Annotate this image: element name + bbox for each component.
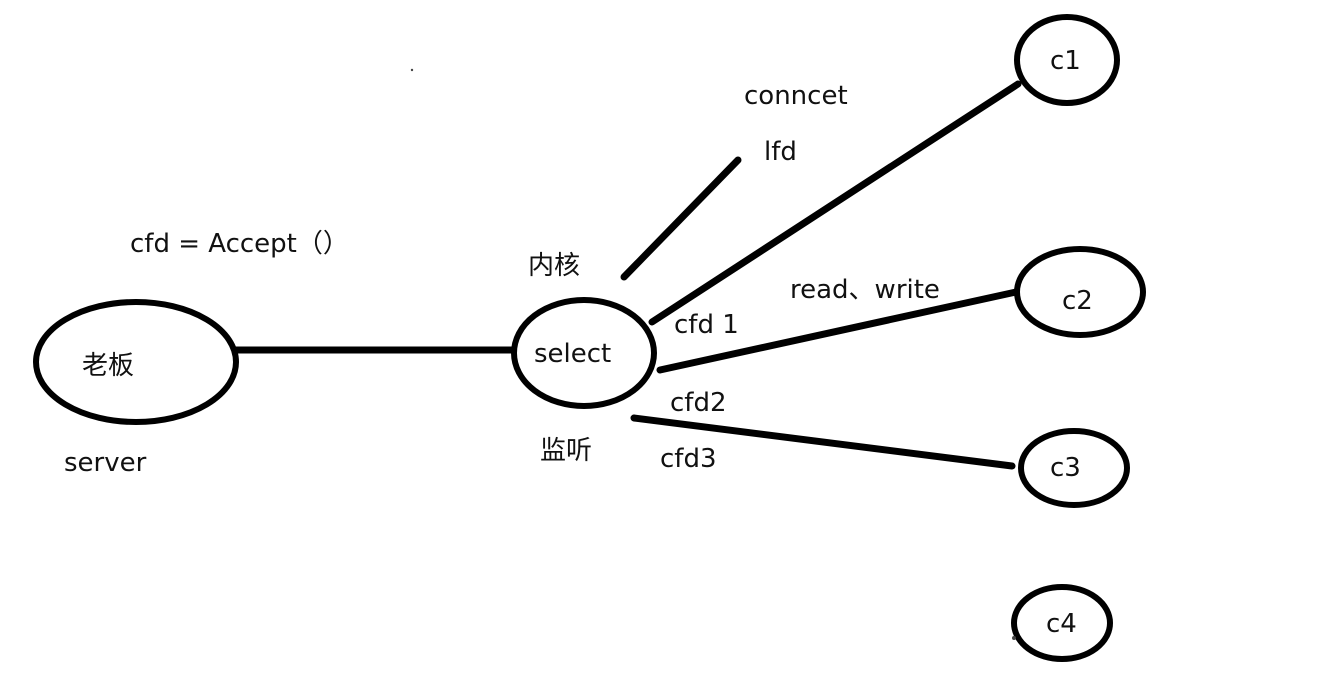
node-c4-label: c4 xyxy=(1046,609,1077,639)
node-c2-ellipse xyxy=(1014,246,1146,338)
node-c1-label: c1 xyxy=(1050,46,1081,76)
edge-select-to-c2 xyxy=(656,288,1020,374)
label-kernel: 内核 xyxy=(528,251,580,281)
label-cfd1: cfd 1 xyxy=(674,310,739,340)
node-c2: c2 xyxy=(1014,246,1146,338)
node-c3: c3 xyxy=(1018,428,1130,508)
node-boss-ellipse xyxy=(33,299,239,425)
node-c1: c1 xyxy=(1014,14,1120,106)
node-boss: 老板 xyxy=(33,299,239,425)
stray-dot-c4 xyxy=(1012,636,1016,640)
label-read-write: read、write xyxy=(790,275,940,305)
edge-select-to-c1 xyxy=(648,80,1022,326)
stray-dot xyxy=(410,68,414,72)
node-c4-ellipse xyxy=(1011,584,1113,662)
label-cfd3: cfd3 xyxy=(660,444,717,474)
label-listen: 监听 xyxy=(540,436,592,466)
label-connect: conncet xyxy=(744,81,848,111)
label-cfd2: cfd2 xyxy=(670,388,727,418)
node-boss-label: 老板 xyxy=(82,351,134,381)
node-c4: c4 xyxy=(1011,584,1113,662)
edge-select-to-c3 xyxy=(630,414,1016,470)
label-lfd: lfd xyxy=(764,137,797,167)
node-select: select xyxy=(511,297,657,409)
node-select-ellipse xyxy=(511,297,657,409)
node-select-label: select xyxy=(534,339,611,369)
node-c3-ellipse xyxy=(1018,428,1130,508)
label-server: server xyxy=(64,448,147,478)
node-c2-label: c2 xyxy=(1062,286,1093,316)
label-accept-call: cfd = Accept（） xyxy=(130,229,349,259)
node-c3-label: c3 xyxy=(1050,453,1081,483)
edge-lfd-connect xyxy=(620,156,742,281)
node-c1-ellipse xyxy=(1014,14,1120,106)
